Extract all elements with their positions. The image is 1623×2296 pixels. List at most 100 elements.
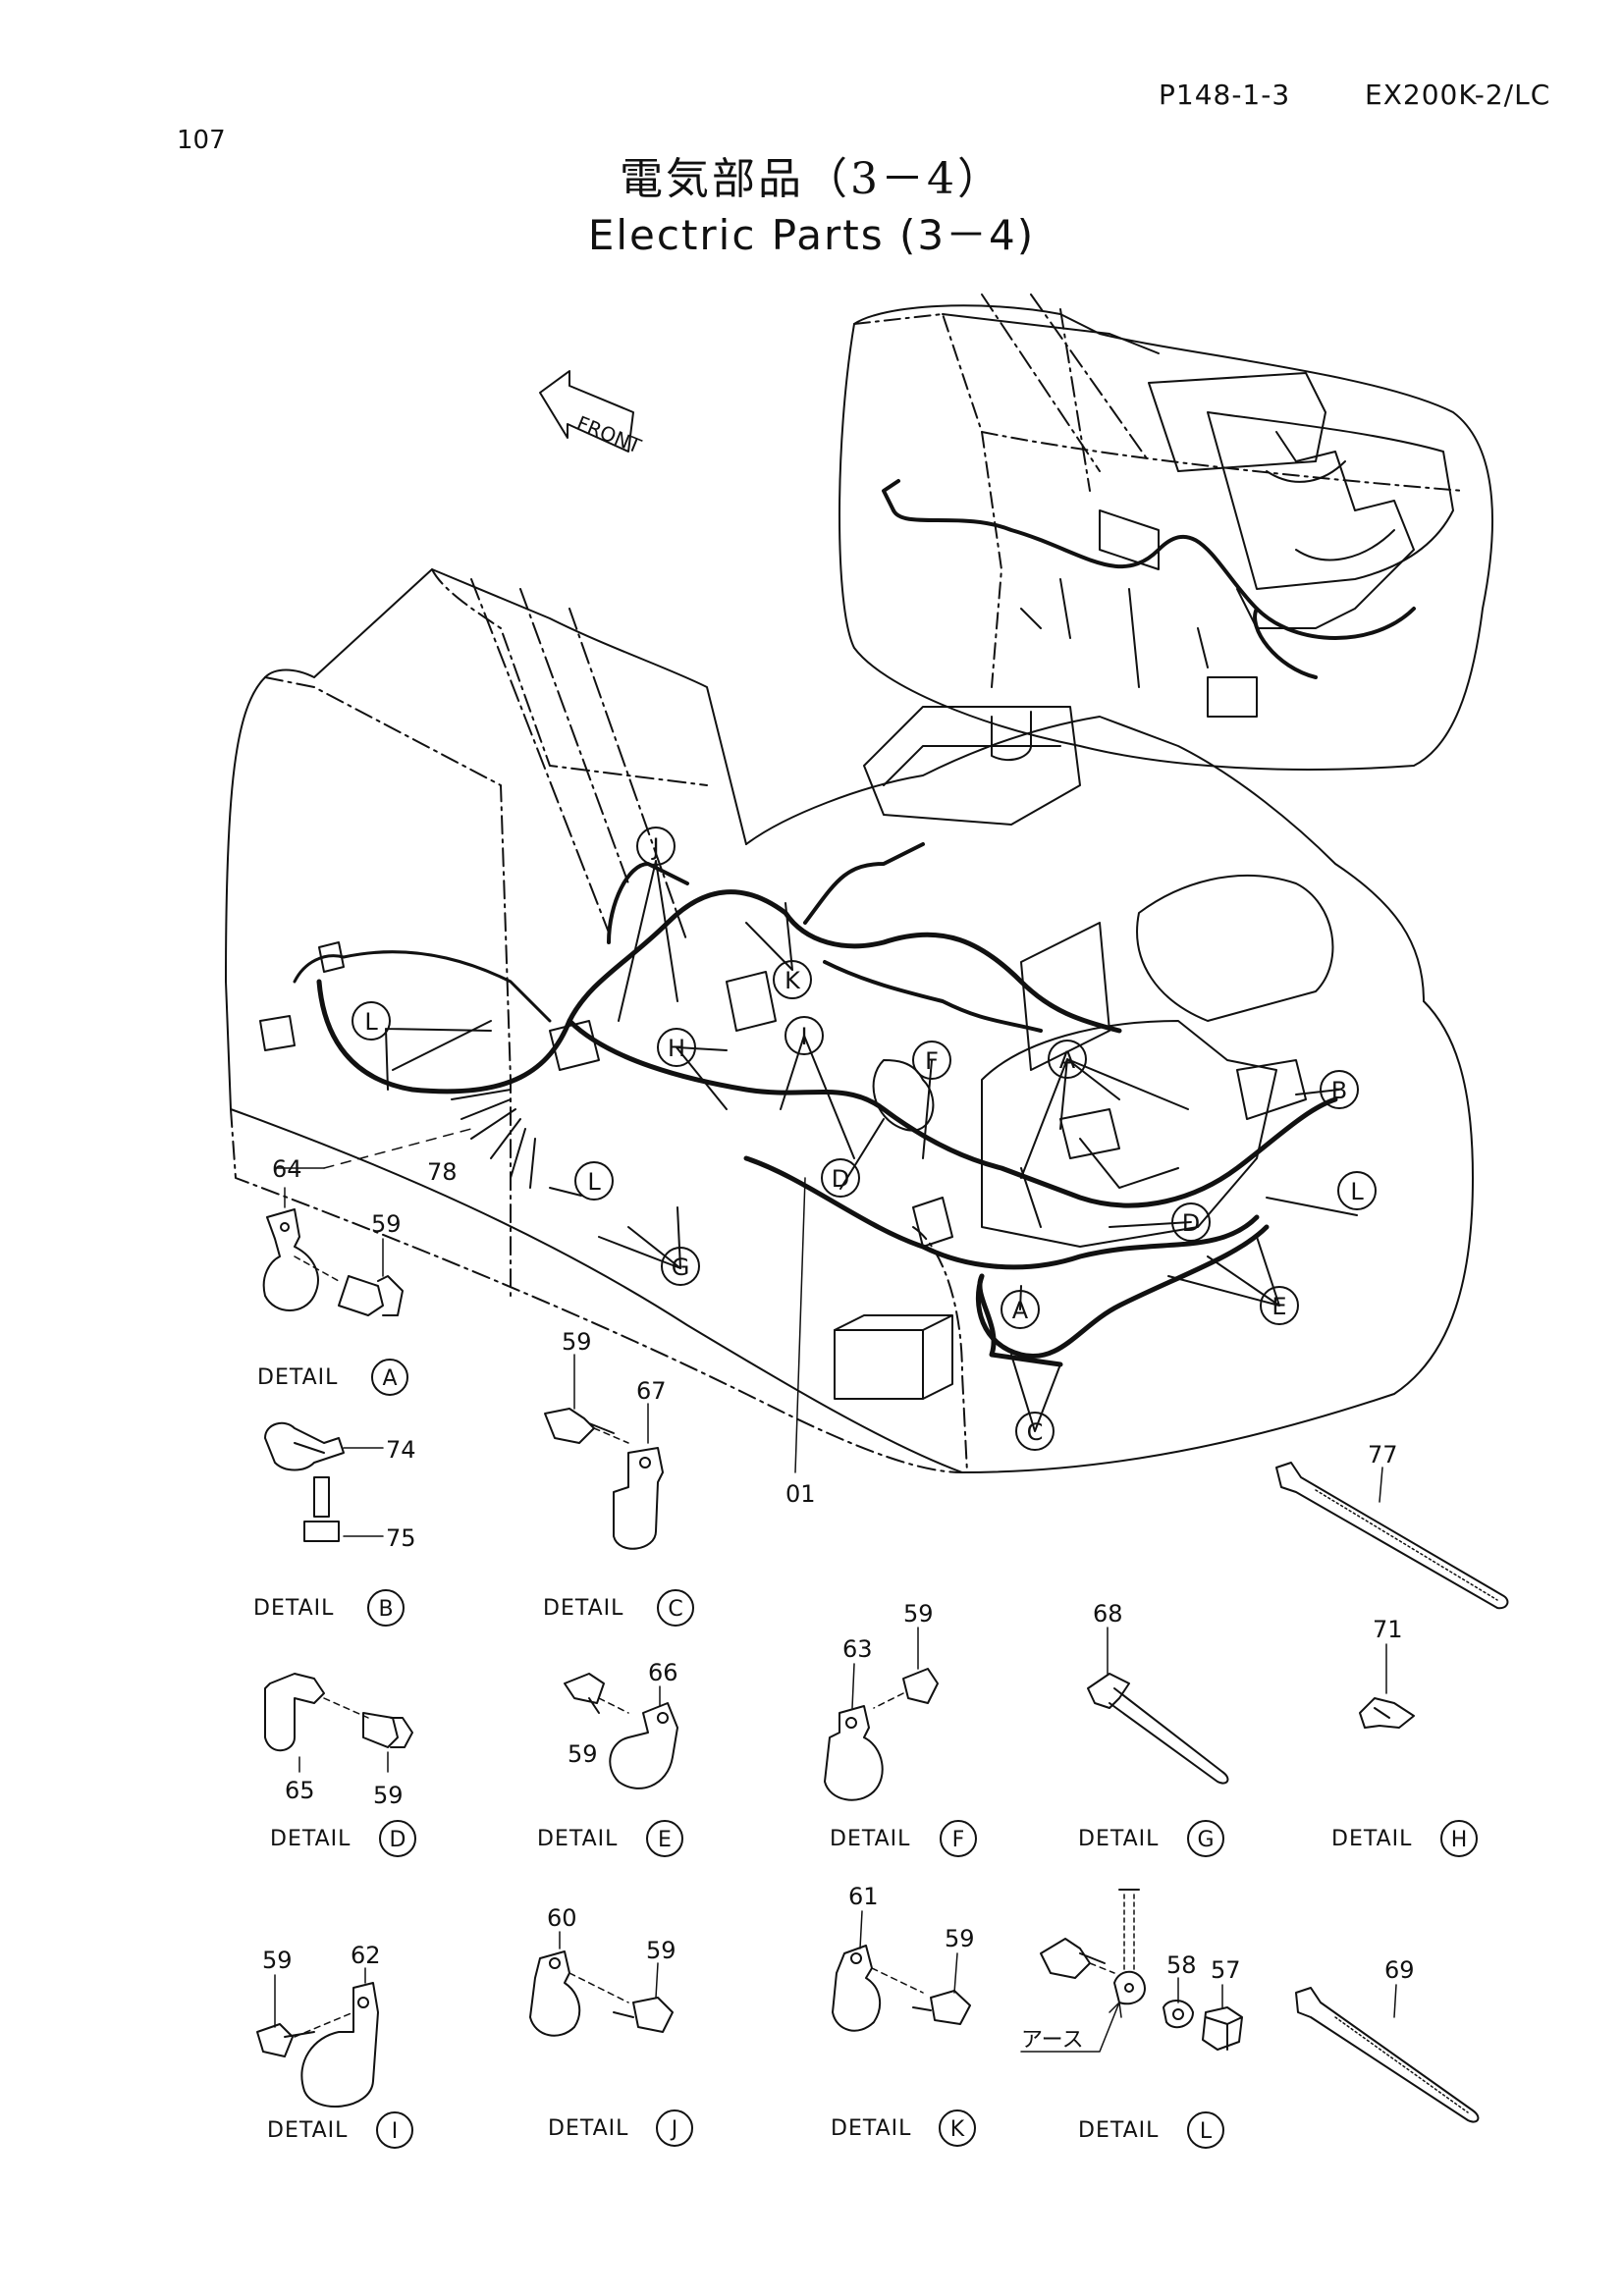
svg-text:K: K — [950, 2117, 965, 2142]
detail-label: DETAIL — [1331, 1827, 1412, 1851]
svg-text:I: I — [800, 1023, 807, 1050]
callout-G: G — [661, 1247, 700, 1286]
part-number-60: 60 — [547, 1904, 577, 1932]
svg-text:C: C — [668, 1597, 682, 1622]
detail-label: DETAIL — [270, 1827, 351, 1851]
title-japanese: 電気部品（3－4） — [620, 154, 1003, 204]
svg-text:I: I — [392, 2119, 399, 2144]
front-arrow: FRONT — [539, 370, 645, 458]
part-number-66: 66 — [648, 1659, 678, 1686]
callout-F: F — [912, 1041, 951, 1080]
part-number-59: 59 — [646, 1937, 676, 1964]
part-69-cable-tie: 69 — [1295, 1956, 1480, 2123]
svg-text:L: L — [587, 1168, 601, 1196]
part-number-59: 59 — [568, 1740, 598, 1768]
front-arrow-label: FRONT — [573, 411, 645, 458]
callout-D: D — [1171, 1202, 1211, 1242]
detail-a: 64 59 DETAIL A — [257, 1155, 408, 1396]
machine-overview-drawing — [839, 294, 1493, 771]
earth-label: アース — [1021, 2028, 1084, 2053]
part-number-65: 65 — [285, 1777, 315, 1804]
svg-text:J: J — [650, 833, 659, 861]
detail-label: DETAIL — [537, 1827, 618, 1851]
part-number-59: 59 — [903, 1600, 934, 1628]
detail-label: DETAIL — [830, 1827, 910, 1851]
part-number-77: 77 — [1368, 1441, 1398, 1468]
svg-text:L: L — [1350, 1178, 1364, 1205]
svg-text:L: L — [1200, 2119, 1213, 2144]
svg-text:K: K — [784, 967, 801, 994]
svg-text:H: H — [668, 1035, 685, 1062]
detail-f: 63 59 DETAIL F — [824, 1600, 977, 1857]
detail-b: 74 75 DETAIL B — [253, 1421, 416, 1627]
callout-B: B — [1320, 1070, 1359, 1109]
svg-text:J: J — [670, 2117, 678, 2142]
part-number-78: 78 — [427, 1158, 458, 1186]
callout-I: I — [784, 1016, 824, 1055]
page-code: P148-1-3 — [1159, 79, 1291, 111]
svg-text:G: G — [672, 1254, 690, 1281]
part-number-59: 59 — [945, 1925, 975, 1952]
svg-text:H: H — [1451, 1828, 1468, 1852]
detail-c: 59 67 DETAIL C — [543, 1328, 694, 1627]
part-number-69: 69 — [1384, 1956, 1415, 1984]
svg-text:A: A — [1059, 1046, 1076, 1074]
part-number-59: 59 — [373, 1782, 404, 1809]
svg-text:A: A — [1012, 1297, 1029, 1324]
callout-L: L — [352, 1001, 391, 1041]
detail-label: DETAIL — [548, 2116, 628, 2141]
svg-text:C: C — [1027, 1418, 1044, 1446]
detail-label: DETAIL — [267, 2118, 348, 2143]
callout-L: L — [1337, 1171, 1377, 1210]
callout-H: H — [657, 1028, 696, 1067]
detail-label: DETAIL — [831, 2116, 911, 2141]
callout-A: A — [1048, 1040, 1087, 1079]
callout-leaders — [385, 860, 1358, 1432]
detail-i: 62 59 DETAIL I — [256, 1942, 413, 2149]
callout-C: C — [1015, 1412, 1055, 1451]
callout-A: A — [1001, 1290, 1040, 1329]
detail-j: 60 59 DETAIL J — [529, 1904, 693, 2147]
part-number-67: 67 — [636, 1377, 667, 1405]
detail-label: DETAIL — [253, 1596, 334, 1621]
part-number-74: 74 — [386, 1436, 416, 1464]
callout-D: D — [821, 1158, 860, 1198]
detail-h: 71 DETAIL H — [1331, 1616, 1478, 1857]
part-number-75: 75 — [386, 1524, 416, 1552]
part-number-64: 64 — [272, 1155, 302, 1183]
svg-text:D: D — [390, 1828, 406, 1852]
detail-l: 58 57 アース DETAIL L — [1020, 1889, 1243, 2149]
svg-text:F: F — [952, 1828, 965, 1852]
model-name: EX200K-2/LC — [1365, 79, 1551, 111]
detail-label: DETAIL — [1078, 2118, 1159, 2143]
callout-E: E — [1260, 1286, 1299, 1325]
callouts: J K L I H F A B L D D E L G A C — [352, 827, 1377, 1451]
page-number: 107 — [177, 126, 226, 155]
svg-text:D: D — [832, 1165, 849, 1193]
detail-label: DETAIL — [257, 1365, 338, 1390]
detail-label: DETAIL — [1078, 1827, 1159, 1851]
part-number-68: 68 — [1093, 1600, 1123, 1628]
callout-J: J — [636, 827, 676, 866]
svg-text:B: B — [1331, 1077, 1347, 1104]
title-english: Electric Parts (3－4) — [587, 211, 1036, 259]
part-number-62: 62 — [351, 1942, 381, 1969]
svg-text:B: B — [378, 1597, 393, 1622]
svg-text:E: E — [1271, 1293, 1286, 1320]
part-number-01: 01 — [785, 1480, 816, 1508]
detail-d: 65 59 DETAIL D — [264, 1673, 416, 1857]
svg-text:L: L — [364, 1008, 378, 1036]
detail-label: DETAIL — [543, 1596, 623, 1621]
svg-text:A: A — [382, 1366, 397, 1391]
part-number-63: 63 — [842, 1635, 873, 1663]
part-number-61: 61 — [848, 1883, 879, 1910]
callout-L: L — [574, 1161, 614, 1201]
svg-text:G: G — [1197, 1828, 1214, 1852]
part-77-cable-tie: 77 — [1275, 1441, 1509, 1610]
part-number-59: 59 — [371, 1210, 402, 1238]
detail-g: 68 DETAIL G — [1078, 1600, 1229, 1857]
part-number-58: 58 — [1166, 1951, 1197, 1979]
callout-K: K — [773, 960, 812, 999]
